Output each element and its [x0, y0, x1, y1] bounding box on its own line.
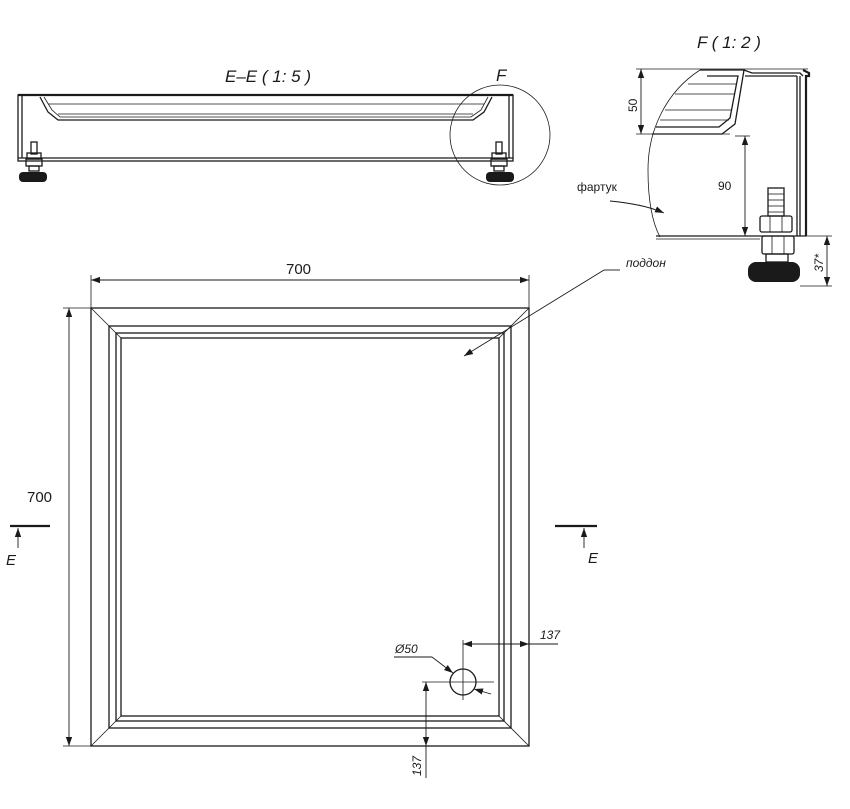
tray-section-body	[17, 93, 514, 162]
detail-circle-f	[449, 84, 551, 186]
dim-width-700: 700	[90, 261, 530, 308]
adjustable-foot-right	[486, 141, 514, 182]
section-marker-left-label: E	[6, 552, 17, 569]
detail-view-title: F ( 1: 2 )	[697, 33, 761, 52]
adjustable-foot-left	[19, 141, 47, 182]
plan-view: 700 700 поддон E E	[6, 256, 666, 778]
detail-ref-label: F	[496, 66, 508, 85]
dim-drain-diameter-label: Ø50	[394, 642, 418, 656]
apron-callout: фартук	[577, 180, 665, 214]
tray-rim-profile	[652, 69, 811, 240]
dim-width-label: 700	[286, 261, 311, 278]
dim-drain-x: 137	[463, 628, 561, 650]
section-marker-right: E	[555, 524, 599, 567]
apron-arc	[647, 69, 701, 238]
dim-height-50: 50	[626, 69, 645, 134]
dim-height-label: 50	[626, 98, 640, 112]
dim-offset-label: 90	[718, 179, 732, 193]
section-view-title: E–E ( 1: 5 )	[225, 67, 311, 86]
dim-height-700: 700	[27, 307, 91, 747]
tray-plan-outline	[90, 307, 530, 747]
section-marker-left: E	[6, 524, 50, 569]
drain-hole	[422, 640, 494, 700]
dim-height-label: 700	[27, 489, 52, 506]
section-view-e-e: E–E ( 1: 5 )	[17, 66, 551, 186]
detail-foot	[748, 187, 800, 282]
tray-callout: поддон	[463, 256, 666, 357]
dim-foot-37: 37*	[800, 235, 832, 287]
dim-drain-diameter: Ø50	[394, 642, 492, 695]
dim-offset-90: 90	[718, 136, 749, 236]
detail-view-f: F ( 1: 2 )	[577, 33, 832, 287]
dim-drain-y: 137	[410, 682, 430, 778]
dim-drain-x-label: 137	[540, 628, 561, 642]
apron-label: фартук	[577, 180, 618, 194]
dim-drain-y-label: 137	[410, 755, 424, 776]
section-marker-right-label: E	[588, 550, 599, 567]
dim-foot-label: 37*	[812, 254, 826, 272]
tray-label: поддон	[626, 256, 666, 270]
